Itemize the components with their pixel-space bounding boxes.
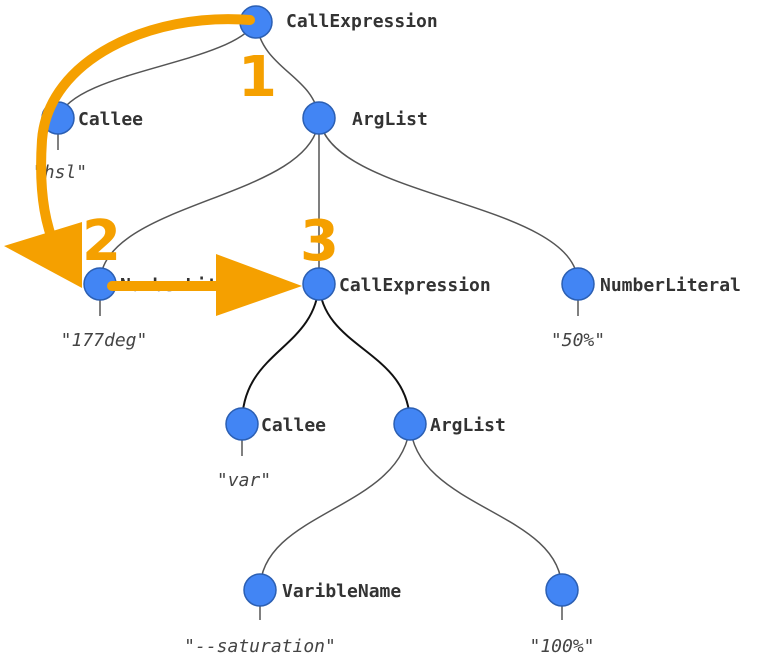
- step-2-label: 2: [82, 209, 121, 274]
- edge-call2-callee2: [241, 283, 320, 425]
- arrow-head-down: [4, 222, 82, 288]
- step-numbers: 1 2 3: [82, 45, 339, 274]
- step-3-label: 3: [300, 209, 339, 274]
- value-labels: "hsl" "177deg" "50%" "var" "--saturation…: [33, 162, 605, 657]
- value-50-percent: "50%": [551, 330, 605, 351]
- node-number-literal: [545, 573, 579, 607]
- step-1-label: 1: [238, 45, 277, 110]
- label-number-literal: NumberLiteral: [600, 275, 741, 296]
- arrow-head-right: [216, 254, 302, 316]
- node-variable-name: [243, 573, 277, 607]
- value-100-percent: "100%": [529, 636, 594, 657]
- tree-nodes: [41, 5, 595, 607]
- label-call-expression-inner: CallExpression: [339, 275, 491, 296]
- node-number-literal: [561, 267, 595, 301]
- node-call-expression-inner: [302, 267, 336, 301]
- value-177deg: "177deg": [61, 330, 148, 351]
- node-callee-inner: [225, 407, 259, 441]
- edge-root-callee: [57, 21, 257, 119]
- value-saturation: "--saturation": [184, 636, 336, 657]
- label-call-expression: CallExpression: [286, 11, 438, 32]
- edge-arglist2-varname: [259, 423, 411, 591]
- node-arglist-inner: [393, 407, 427, 441]
- edge-arglist2-number3: [409, 423, 563, 591]
- label-callee-inner: Callee: [261, 415, 326, 436]
- label-callee: Callee: [78, 109, 143, 130]
- edge-arglist-number1: [99, 117, 320, 285]
- edge-arglist-number2: [318, 117, 579, 285]
- arrow-root-to-first-arg: [36, 14, 255, 255]
- label-arglist-inner: ArgList: [430, 415, 506, 436]
- node-labels: CallExpression Callee ArgList NumberLite…: [78, 11, 741, 602]
- node-arglist: [302, 101, 336, 135]
- value-var: "var": [217, 470, 271, 491]
- traversal-arrows: [4, 14, 302, 316]
- edge-call2-arglist2: [318, 283, 411, 425]
- label-variable-name: VaribleName: [282, 581, 401, 602]
- label-arglist: ArgList: [352, 109, 428, 130]
- value-hsl: "hsl": [33, 162, 87, 183]
